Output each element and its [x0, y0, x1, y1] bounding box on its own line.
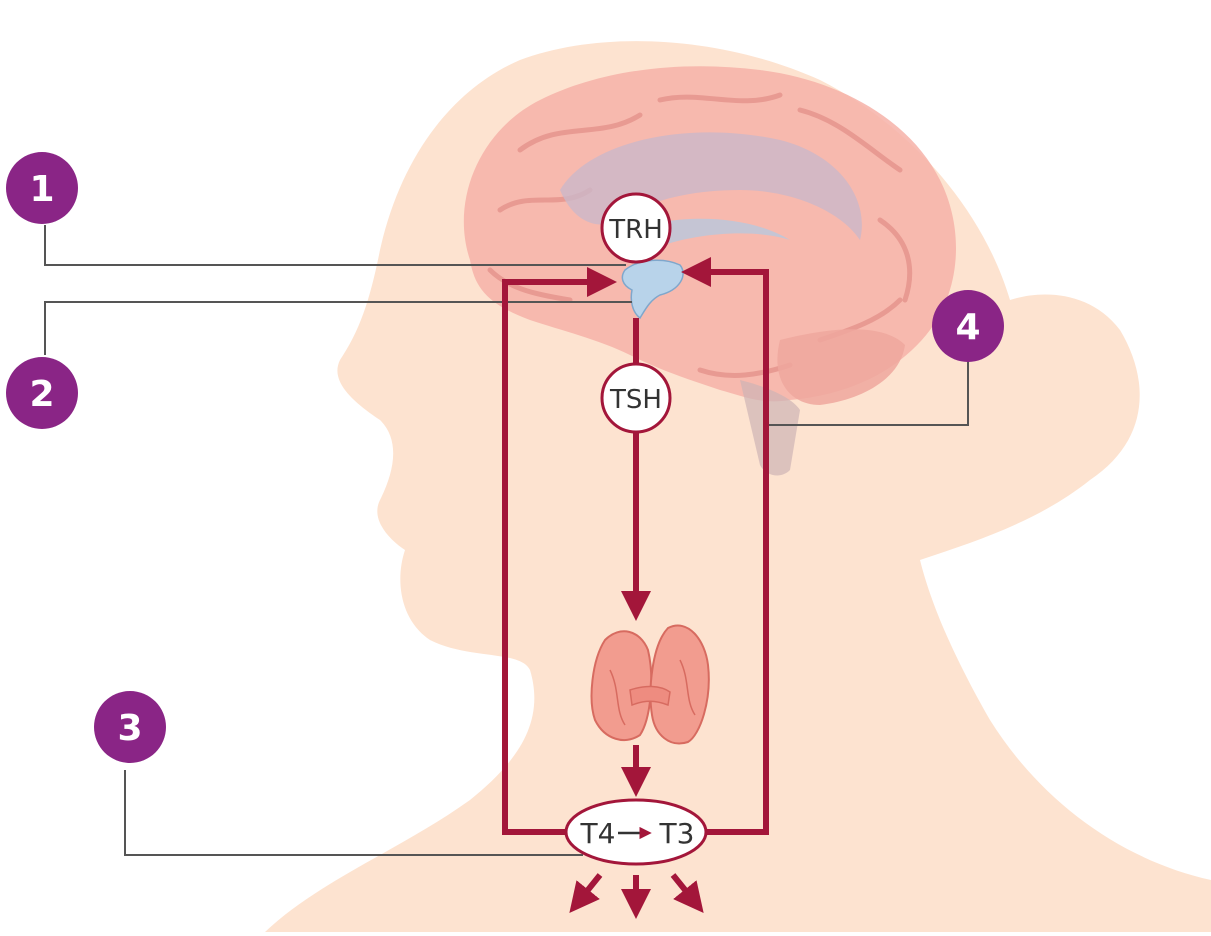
t3-label: T3: [659, 817, 695, 850]
t4-label: T4: [580, 817, 616, 850]
trh-label: TRH: [608, 215, 663, 245]
svg-text:3: 3: [117, 708, 142, 749]
svg-text:4: 4: [955, 307, 980, 348]
marker-1: 1: [6, 152, 78, 224]
tsh-label: TSH: [609, 385, 662, 415]
svg-text:1: 1: [29, 169, 54, 210]
marker-3: 3: [94, 691, 166, 763]
marker-4: 4: [932, 290, 1004, 362]
svg-text:2: 2: [29, 374, 54, 415]
marker-2: 2: [6, 357, 78, 429]
t4-t3-node: T4 T3: [566, 800, 706, 864]
trh-node: TRH: [602, 194, 670, 262]
tsh-node: TSH: [602, 364, 670, 432]
